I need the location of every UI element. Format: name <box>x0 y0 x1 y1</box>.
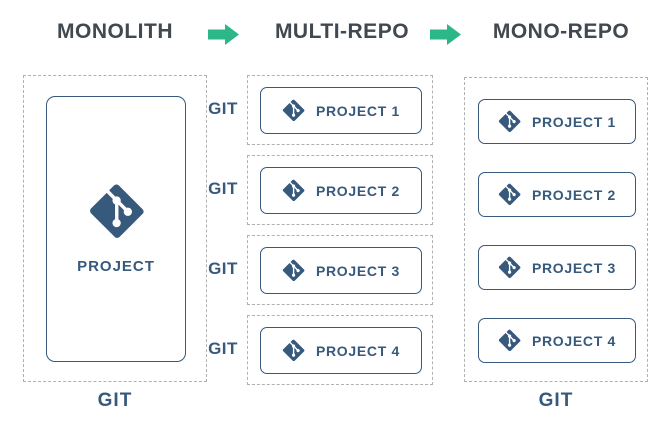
arrow-right-icon <box>208 24 239 45</box>
arrow-right-icon <box>430 24 461 45</box>
monolith-project-box: PROJECT <box>46 96 186 362</box>
multi-repo-git-boundary: PROJECT 2 <box>247 155 433 225</box>
header-title-monolith: MONOLITH <box>57 20 173 43</box>
git-icon <box>498 183 521 206</box>
multi-repo-row: GIT PROJECT 2 <box>0 155 671 225</box>
project-box: PROJECT 1 <box>478 99 636 144</box>
git-icon <box>282 339 305 362</box>
mono-repo-git-label: GIT <box>538 390 574 411</box>
monolith-git-label: GIT <box>97 390 133 411</box>
header-title-multi-repo: MULTI-REPO <box>274 20 410 43</box>
multi-repo-git-label: GIT <box>208 259 238 278</box>
project-box: PROJECT 3 <box>260 247 422 294</box>
git-icon <box>498 256 521 279</box>
project-box: PROJECT 2 <box>260 167 422 214</box>
header-title-mono-repo: MONO-REPO <box>492 20 630 43</box>
project-label: PROJECT 2 <box>531 186 617 203</box>
project-label: PROJECT 4 <box>315 342 401 359</box>
multi-repo-git-boundary: PROJECT 3 <box>247 235 433 305</box>
multi-repo-git-label: GIT <box>208 99 238 118</box>
project-label: PROJECT 3 <box>315 262 401 279</box>
project-label: PROJECT 1 <box>315 102 401 119</box>
project-box: PROJECT 4 <box>478 318 636 363</box>
monolith-git-boundary: PROJECT <box>23 75 207 382</box>
multi-repo-git-label: GIT <box>208 179 238 198</box>
monolith-project-label: PROJECT <box>77 258 155 275</box>
multi-repo-row: GIT PROJECT 1 <box>0 75 671 145</box>
mono-repo-git-boundary: PROJECT 1 PROJECT 2 PROJECT 3 PROJECT 4 <box>464 77 648 382</box>
multi-repo-row: GIT PROJECT 4 <box>0 315 671 385</box>
multi-repo-row: GIT PROJECT 3 <box>0 235 671 305</box>
project-label: PROJECT 1 <box>531 113 617 130</box>
project-box: PROJECT 3 <box>478 245 636 290</box>
git-icon <box>282 99 305 122</box>
project-box: PROJECT 4 <box>260 327 422 374</box>
project-label: PROJECT 2 <box>315 182 401 199</box>
git-icon <box>498 110 521 133</box>
project-label: PROJECT 3 <box>531 259 617 276</box>
multi-repo-git-boundary: PROJECT 1 <box>247 75 433 145</box>
multi-repo-git-boundary: PROJECT 4 <box>247 315 433 385</box>
project-box: PROJECT 1 <box>260 87 422 134</box>
git-icon <box>498 329 521 352</box>
git-icon <box>282 179 305 202</box>
project-label: PROJECT 4 <box>531 332 617 349</box>
project-box: PROJECT 2 <box>478 172 636 217</box>
git-icon <box>282 259 305 282</box>
multi-repo-git-label: GIT <box>208 339 238 358</box>
